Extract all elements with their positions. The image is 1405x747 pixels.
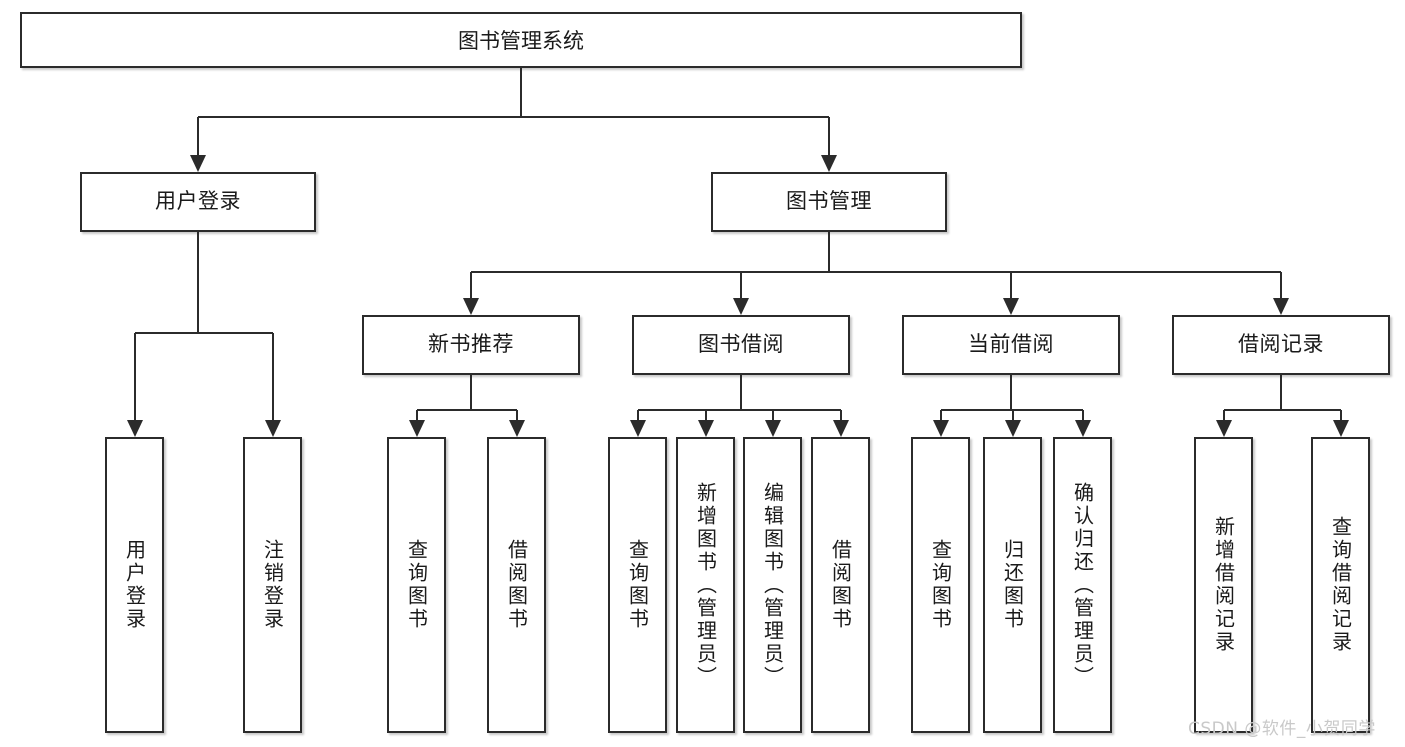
node-label: 用户登录 xyxy=(122,539,147,631)
node-label: 编辑图书（管理员） xyxy=(760,481,785,689)
node-label: 借阅图书 xyxy=(828,539,853,631)
node-leaf-query-book-2[interactable]: 查询图书 xyxy=(608,437,667,733)
node-leaf-borrow-book-2[interactable]: 借阅图书 xyxy=(811,437,870,733)
connector-branch xyxy=(828,117,830,170)
node-borrow-record[interactable]: 借阅记录 xyxy=(1172,315,1390,375)
connector-root-bus xyxy=(198,116,829,118)
node-label: 图书借阅 xyxy=(698,332,784,357)
connector-book-manage-stem xyxy=(828,232,830,272)
arrowhead-icon xyxy=(821,155,837,172)
node-label: 借阅记录 xyxy=(1238,332,1324,357)
connector-borrow-record-stem xyxy=(1280,375,1282,410)
arrowhead-icon xyxy=(1004,420,1021,437)
connector-book-manage-bus xyxy=(471,271,1281,273)
node-label: 新书推荐 xyxy=(428,332,514,357)
node-label: 图书管理 xyxy=(786,189,872,214)
connector-current-borrow-stem xyxy=(1010,375,1012,410)
arrowhead-icon xyxy=(1074,420,1091,437)
node-current-borrow[interactable]: 当前借阅 xyxy=(902,315,1120,375)
arrowhead-icon xyxy=(629,420,646,437)
node-leaf-logout[interactable]: 注销登录 xyxy=(243,437,302,733)
node-leaf-user-login[interactable]: 用户登录 xyxy=(105,437,164,733)
arrowhead-icon xyxy=(832,420,849,437)
arrowhead-icon xyxy=(1215,420,1232,437)
node-leaf-borrow-book-1[interactable]: 借阅图书 xyxy=(487,437,546,733)
arrowhead-icon xyxy=(733,298,749,315)
arrowhead-icon xyxy=(764,420,781,437)
node-label: 借阅图书 xyxy=(504,539,529,631)
node-leaf-return-book[interactable]: 归还图书 xyxy=(983,437,1042,733)
arrowhead-icon xyxy=(190,155,206,172)
connector-branch xyxy=(133,333,136,435)
node-leaf-add-borrow-record[interactable]: 新增借阅记录 xyxy=(1194,437,1253,733)
connector-user-login-bus xyxy=(134,332,273,334)
node-root-system[interactable]: 图书管理系统 xyxy=(20,12,1022,68)
node-leaf-confirm-return-admin[interactable]: 确认归还（管理员） xyxy=(1053,437,1112,733)
connector-user-login-stem xyxy=(197,232,199,333)
node-label: 查询图书 xyxy=(625,539,650,631)
arrowhead-icon xyxy=(408,420,425,437)
node-label: 查询图书 xyxy=(404,539,429,631)
arrowhead-icon xyxy=(463,298,479,315)
connector-branch xyxy=(271,333,274,435)
arrowhead-icon xyxy=(508,420,525,437)
connector-book-borrow-bus xyxy=(637,409,841,411)
connector-branch xyxy=(1010,272,1012,313)
node-leaf-edit-book-admin[interactable]: 编辑图书（管理员） xyxy=(743,437,802,733)
node-book-borrow[interactable]: 图书借阅 xyxy=(632,315,850,375)
connector-branch xyxy=(470,272,472,313)
node-book-manage[interactable]: 图书管理 xyxy=(711,172,947,232)
connector-branch xyxy=(197,117,199,170)
node-label: 当前借阅 xyxy=(968,332,1054,357)
node-leaf-query-book-3[interactable]: 查询图书 xyxy=(911,437,970,733)
arrowhead-icon xyxy=(1273,298,1289,315)
connector-new-book-rec-stem xyxy=(470,375,472,410)
connector-book-borrow-stem xyxy=(740,375,742,410)
arrowhead-icon xyxy=(126,420,143,437)
connector-branch xyxy=(1280,272,1282,313)
connector-borrow-record-bus xyxy=(1223,409,1341,411)
arrowhead-icon xyxy=(1332,420,1349,437)
arrowhead-icon xyxy=(264,420,281,437)
node-label: 新增借阅记录 xyxy=(1211,516,1236,654)
node-leaf-query-book-1[interactable]: 查询图书 xyxy=(387,437,446,733)
node-leaf-add-book-admin[interactable]: 新增图书（管理员） xyxy=(676,437,735,733)
node-label: 图书管理系统 xyxy=(458,29,584,53)
node-label: 注销登录 xyxy=(260,539,285,631)
node-label: 查询借阅记录 xyxy=(1328,516,1353,654)
node-label: 用户登录 xyxy=(155,189,241,214)
node-leaf-query-borrow-record[interactable]: 查询借阅记录 xyxy=(1311,437,1370,733)
arrowhead-icon xyxy=(1003,298,1019,315)
node-label: 查询图书 xyxy=(928,539,953,631)
connector-root-stem xyxy=(520,68,522,117)
node-new-book-recommend[interactable]: 新书推荐 xyxy=(362,315,580,375)
arrowhead-icon xyxy=(932,420,949,437)
csdn-watermark: CSDN @软件_小贺同学 xyxy=(1188,719,1376,739)
node-label: 归还图书 xyxy=(1000,539,1025,631)
node-label: 新增图书（管理员） xyxy=(693,481,718,689)
connector-branch xyxy=(740,272,742,313)
node-label: 确认归还（管理员） xyxy=(1070,481,1095,689)
arrowhead-icon xyxy=(697,420,714,437)
node-user-login[interactable]: 用户登录 xyxy=(80,172,316,232)
connector-new-book-rec-bus xyxy=(416,409,517,411)
